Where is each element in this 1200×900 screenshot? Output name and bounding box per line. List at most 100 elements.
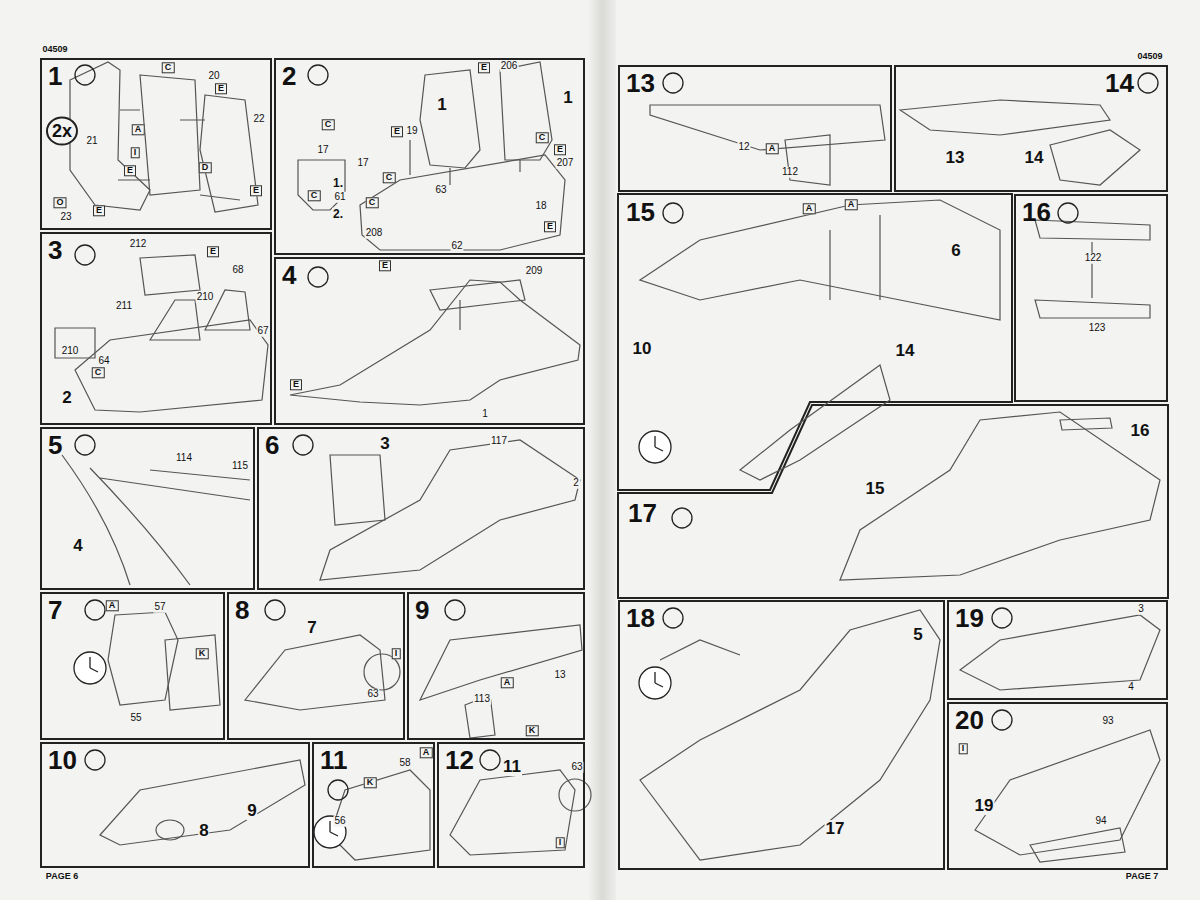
part-drawing: [156, 820, 184, 840]
step-panel: 5: [40, 427, 255, 590]
part-drawing: [150, 300, 200, 340]
part-drawing: [410, 140, 520, 185]
part-number: 13: [553, 670, 566, 681]
step-panel: 11: [312, 742, 435, 868]
part-number: 1: [481, 409, 489, 420]
attach-letter: D: [199, 162, 212, 173]
part-drawing: [640, 610, 940, 860]
glue-icon: [328, 780, 348, 800]
part-drawing: [420, 625, 582, 700]
step-number: 6: [265, 431, 279, 459]
glue-icon: [663, 608, 683, 628]
attach-letter: E: [478, 62, 490, 73]
part-drawing: [62, 455, 250, 585]
clock-icon: [74, 652, 106, 684]
step-number: 1: [48, 62, 62, 90]
part-number: 210: [196, 292, 215, 303]
part-number: 2: [572, 478, 580, 489]
part-number: 93: [1101, 716, 1114, 727]
part-number: 61: [333, 192, 346, 203]
part-drawing: [118, 110, 240, 200]
assembly-number: 4: [72, 537, 83, 555]
attach-letter: K: [364, 777, 377, 788]
quantity-mark: 2x: [46, 117, 78, 146]
step-number: 2: [282, 62, 296, 90]
part-drawing: [165, 635, 220, 710]
page-header: PAGE 7: [1125, 872, 1159, 881]
part-drawing: [420, 70, 480, 168]
attach-letter: E: [391, 126, 403, 137]
part-number: 63: [366, 689, 379, 700]
step-panel: 16: [1014, 194, 1168, 402]
attach-letter: E: [250, 185, 262, 196]
part-drawing: [290, 280, 580, 405]
step-panel: 20: [947, 702, 1168, 870]
clock-icon: [90, 657, 98, 672]
part-drawing: [1060, 418, 1112, 430]
part-drawing: [1030, 828, 1125, 862]
part-number: 3: [1137, 604, 1145, 615]
part-drawing: [360, 155, 565, 250]
part-drawing: [900, 100, 1110, 135]
attach-letter: C: [308, 190, 321, 201]
step-number: 5: [48, 431, 62, 459]
assembly-number: 1: [436, 96, 447, 114]
attach-letter: A: [766, 143, 779, 154]
step-number: 12: [445, 746, 474, 774]
assembly-number: 3: [379, 435, 390, 453]
step-panel: 15: [618, 194, 1012, 490]
part-drawing: [140, 75, 200, 195]
step-number: 4: [282, 261, 296, 289]
assembly-number: 15: [865, 480, 886, 498]
part-number: 58: [398, 758, 411, 769]
part-number: 209: [525, 266, 544, 277]
part-number: 67: [256, 326, 269, 337]
assembly-number: 16: [1130, 422, 1151, 440]
part-number: 208: [365, 228, 384, 239]
step-number: 17: [628, 499, 657, 527]
part-drawing: [840, 412, 1160, 580]
part-drawing: [450, 770, 575, 855]
glue-icon: [992, 608, 1012, 628]
assembly-number: 5: [912, 626, 923, 644]
part-number: 123: [1088, 323, 1107, 334]
part-number: 19: [405, 126, 418, 137]
part-number: 21: [85, 136, 98, 147]
glue-icon: [293, 435, 313, 455]
page-header: PAGE 6: [45, 872, 79, 881]
glue-icon: [672, 508, 692, 528]
attach-letter: A: [132, 124, 145, 135]
part-drawing: [70, 62, 150, 210]
attach-letter: A: [803, 203, 816, 214]
step-number: 9: [415, 596, 429, 624]
step-number: 13: [626, 69, 655, 97]
part-drawing: [1091, 242, 1092, 298]
attach-letter: E: [93, 205, 105, 216]
part-number: 207: [556, 158, 575, 169]
attach-letter: I: [131, 147, 140, 158]
part-drawing: [975, 730, 1160, 855]
glue-icon: [75, 65, 95, 85]
glue-icon: [1138, 73, 1158, 93]
part-number: 115: [231, 461, 249, 472]
part-drawing: [559, 779, 591, 811]
step-number: 15: [626, 198, 655, 226]
attach-letter: I: [556, 837, 565, 848]
step-panel: 17: [618, 405, 1168, 598]
part-drawing: [75, 320, 268, 412]
glue-icon: [85, 750, 105, 770]
part-drawing: [830, 215, 880, 300]
part-number: 64: [97, 356, 110, 367]
attach-letter: C: [366, 197, 379, 208]
glue-icon: [75, 245, 95, 265]
attach-letter: A: [501, 677, 514, 688]
part-number: 210: [61, 346, 80, 357]
glue-icon: [663, 203, 683, 223]
step-panel: 2: [274, 58, 585, 255]
panel-outline: [618, 194, 1012, 490]
step-panel: 6: [257, 427, 585, 590]
part-number: 18: [534, 201, 547, 212]
page-fold: [588, 0, 616, 900]
